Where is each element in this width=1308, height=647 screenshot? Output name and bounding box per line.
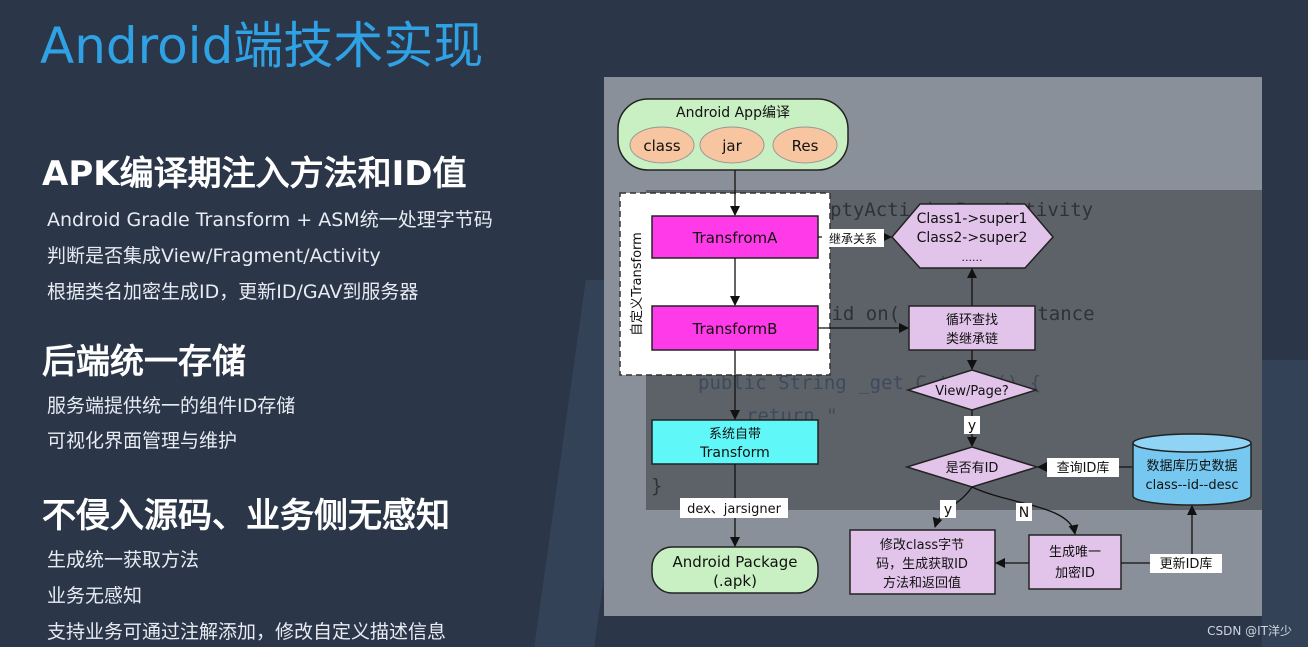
chip-res-label: Res	[792, 137, 819, 155]
transform-a-label: TransfromA	[692, 229, 779, 247]
system-transform-label-1: 系统自带	[709, 427, 761, 442]
transform-b-label: TransformB	[692, 320, 778, 338]
generate-id-label-1: 生成唯一	[1049, 545, 1101, 560]
section-line: 服务端提供统一的组件ID存储	[47, 395, 296, 417]
android-package-node	[651, 546, 819, 594]
generate-id-node	[1028, 534, 1122, 590]
edge-hasid-no	[971, 486, 1079, 535]
chip-jar	[699, 126, 765, 164]
section-line: 生成统一获取方法	[47, 549, 200, 571]
code-line: }	[651, 475, 663, 497]
edge-y2-label-bg	[940, 500, 956, 518]
chip-jar-label: jar	[721, 137, 742, 155]
database-label-1: 数据库历史数据	[1146, 458, 1237, 474]
edge-dex-label-bg	[680, 498, 788, 518]
edge-inherit-label-bg	[822, 229, 884, 247]
modify-class-label-2: 码，生成获取ID	[876, 557, 968, 572]
transform-b-node	[651, 305, 819, 351]
edge-n-label-bg	[1016, 503, 1032, 521]
page-title: Android端技术实现	[40, 17, 484, 75]
android-package-label-1: Android Package	[673, 553, 798, 571]
loop-find-label-2: 类继承链	[946, 332, 998, 347]
chip-class	[629, 126, 695, 164]
edge-dex-label: dex、jarsigner	[687, 502, 782, 517]
section-line: 判断是否集成View/Fragment/Activity	[47, 245, 381, 267]
android-app-compile-label: Android App编译	[676, 105, 790, 121]
modify-class-node	[849, 529, 996, 595]
database-node-top	[1132, 433, 1252, 453]
edge-query-label: 查询ID库	[1057, 460, 1110, 476]
class-hierarchy-label-1: Class1->super1	[917, 211, 1028, 227]
edge-n-label: N	[1019, 505, 1029, 521]
loop-find-label-1: 循环查找	[946, 313, 998, 328]
section-line: 可视化界面管理与维护	[47, 430, 238, 452]
decision-view-page-label: View/Page?	[935, 384, 1009, 399]
edge-query-label-bg	[1047, 458, 1119, 477]
edge-inherit-label: 继承关系	[829, 232, 877, 246]
section-line: 支持业务可通过注解添加，修改自定义描述信息	[47, 621, 447, 643]
class-hierarchy-label-3: ......	[962, 251, 983, 264]
system-transform-label-2: Transform	[699, 445, 770, 461]
section-line: 根据类名加密生成ID，更新ID/GAV到服务器	[47, 281, 419, 303]
loop-find-node	[908, 305, 1036, 351]
generate-id-label-2: 加密ID	[1055, 565, 1095, 581]
database-node	[1132, 443, 1252, 506]
transform-a-node	[651, 215, 819, 259]
android-package-label-2: (.apk)	[713, 572, 757, 590]
edge-y2-label: y	[944, 502, 952, 518]
watermark: CSDN @IT洋少	[1207, 624, 1292, 638]
section-heading-noninvasive: 不侵入源码、业务侧无感知	[42, 496, 450, 536]
edge-y1-label: y	[968, 418, 976, 434]
edge-y1-label-bg	[964, 416, 980, 434]
modify-class-label-1: 修改class字节	[880, 538, 964, 553]
decision-has-id-label: 是否有ID	[946, 461, 999, 476]
decision-view-page-node	[905, 369, 1039, 411]
background-shape-right	[1262, 360, 1308, 647]
modify-class-label-3: 方法和返回值	[883, 575, 961, 591]
database-label-2: class--id--desc	[1145, 478, 1238, 493]
chip-res	[772, 126, 838, 164]
chip-class-label: class	[643, 137, 680, 155]
section-line: 业务无感知	[47, 585, 143, 607]
section-heading-apk: APK编译期注入方法和ID值	[42, 154, 467, 194]
edge-update-label: 更新ID库	[1160, 556, 1213, 572]
section-heading-backend: 后端统一存储	[42, 342, 246, 382]
section-line: Android Gradle Transform + ASM统一处理字节码	[47, 209, 493, 231]
custom-transform-group-label: 自定义Transform	[630, 232, 645, 336]
class-hierarchy-node	[891, 203, 1054, 269]
class-hierarchy-label-2: Class2->super2	[917, 230, 1028, 246]
edge-update-label-bg	[1150, 554, 1222, 573]
